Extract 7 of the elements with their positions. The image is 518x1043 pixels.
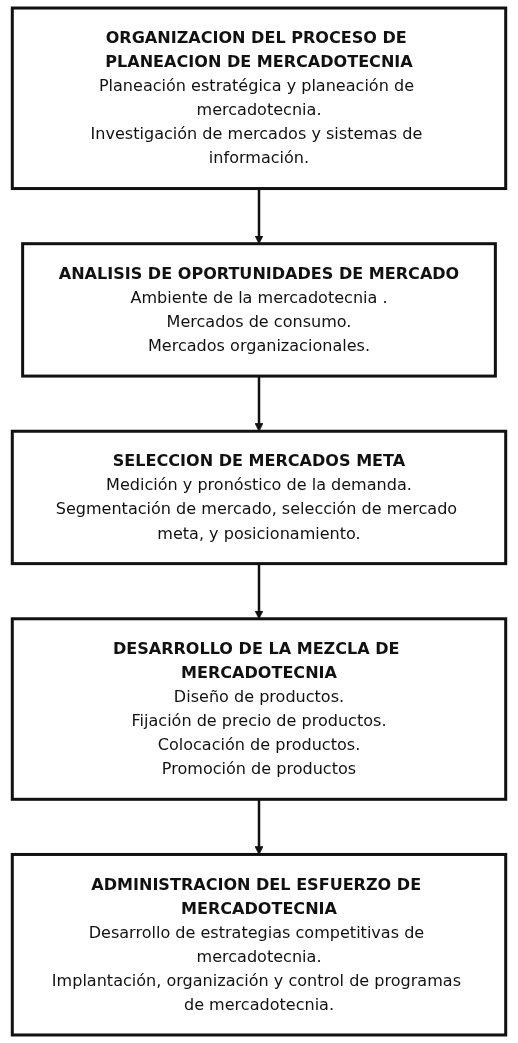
node-box: ADMINISTRACION DEL ESFUERZO DE MERCADOTECNIA Desarrollo de estrategias competitivas de mercadotecnia. Implantación, organización y control de programas de mercadotecnia. [10,852,508,1037]
arrow [254,376,264,432]
node-box: SELECCION DE MERCADOS META Medición y pronóstico de la demanda. Segmentación de mercado, selección de mercado meta, y posicionamiento. [10,429,508,566]
node-box: ORGANIZACION DEL PROCESO DE PLANEACION DE MERCADOTECNIA Planeación estratégica y planeación de mercadotecnia. Investigación de mercados y sistemas de información. [10,6,508,191]
node-box: ANALISIS DE OPORTUNIDADES DE MERCADO Ambiente de la mercadotecnia . Mercados de consumo. Mercados organizacionales. [21,242,497,378]
node-box: DESARROLLO DE LA MEZCLA DE MERCADOTECNIA Diseño de productos. Fijación de precio de productos. Colocación de productos. Promoción de productos [10,617,508,801]
arrow [254,799,264,855]
